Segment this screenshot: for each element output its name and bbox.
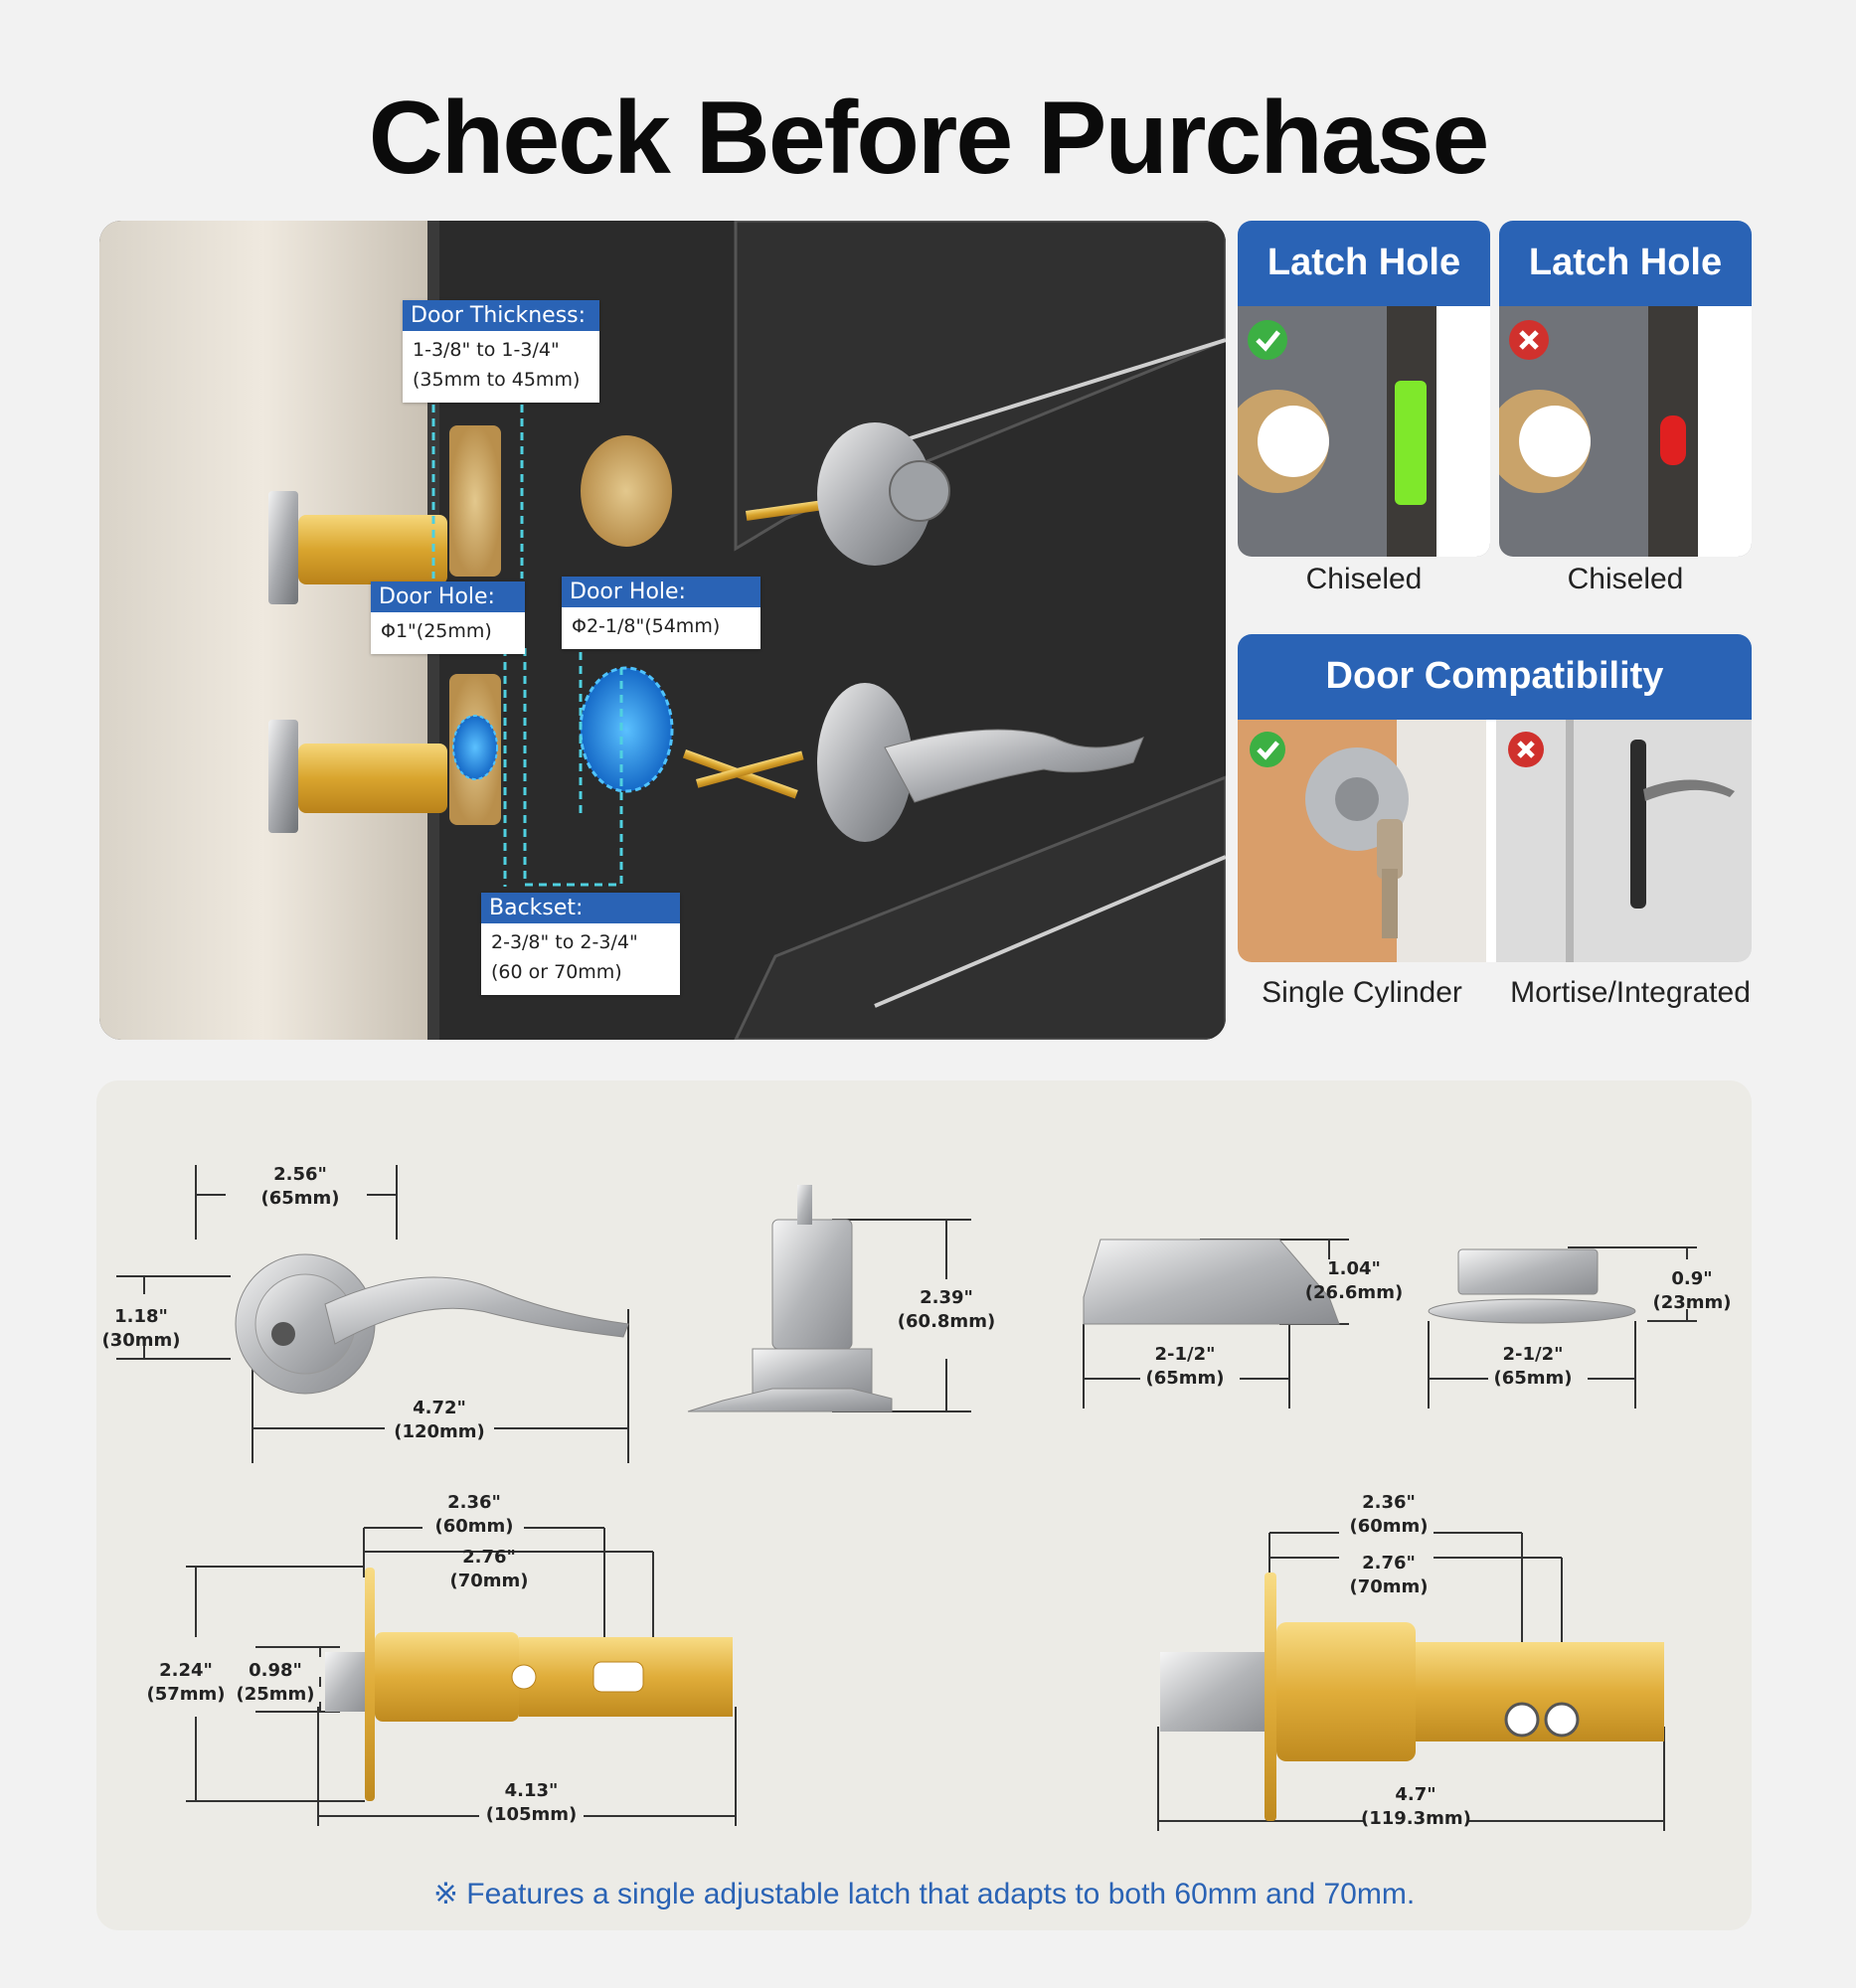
door-thickness-mm: (35mm to 45mm) xyxy=(413,369,581,391)
door-thickness-inches: 1-3/8" to 1-3/4" xyxy=(413,339,560,361)
latch-hole-bad-illustration xyxy=(1499,306,1752,557)
backset-label: Backset: xyxy=(481,893,680,923)
door-thickness-callout: Door Thickness: 1-3/8" to 1-3/4" (35mm to… xyxy=(403,300,599,403)
latch-hole-good-caption: Chiseled xyxy=(1305,563,1423,595)
latch-plate-height-dim: 2.24"(57mm) xyxy=(146,1660,226,1705)
lever-height-dim: 1.18"(30mm) xyxy=(101,1306,181,1351)
latch-hole-bad-header: Latch Hole xyxy=(1499,221,1752,306)
door-hole-small-callout: Door Hole: Φ1"(25mm) xyxy=(371,581,525,654)
check-icon xyxy=(1248,320,1287,360)
lever-length-dim: 4.72"(120mm) xyxy=(394,1398,485,1442)
latch-hole-bad-caption: Chiseled xyxy=(1567,563,1684,595)
latch-backset-70-dim: 2.76"(70mm) xyxy=(449,1547,529,1591)
deadbolt-backset-60-dim: 2.36"(60mm) xyxy=(1349,1492,1429,1537)
latch-hole-bad-card: Latch Hole xyxy=(1499,221,1752,557)
rose-width-dim: 2-1/2"(65mm) xyxy=(1145,1344,1225,1389)
door-compatibility-header: Door Compatibility xyxy=(1238,634,1752,720)
latch-hole-good-illustration xyxy=(1238,306,1490,557)
backset-callout: Backset: 2-3/8" to 2-3/4" (60 or 70mm) xyxy=(481,893,680,995)
door-hole-large-callout: Door Hole: Φ2-1/8"(54mm) xyxy=(562,577,760,649)
backset-mm: (60 or 70mm) xyxy=(491,961,622,983)
deadbolt-backset-70-dim: 2.76"(70mm) xyxy=(1349,1553,1429,1597)
door-hole-large-value: Φ2-1/8"(54mm) xyxy=(572,615,721,637)
door-compatibility-illustration xyxy=(1238,720,1752,962)
latch-bolt-height-dim: 0.98"(25mm) xyxy=(236,1660,315,1705)
single-cylinder-caption: Single Cylinder xyxy=(1262,976,1462,1009)
inner-width-dim: 2-1/2"(65mm) xyxy=(1493,1344,1573,1389)
backset-inches: 2-3/8" to 2-3/4" xyxy=(491,931,638,953)
rose-height-dim: 1.04"(26.6mm) xyxy=(1304,1258,1404,1303)
latch-hole-good-card: Latch Hole xyxy=(1238,221,1490,557)
page-title: Check Before Purchase xyxy=(368,81,1490,196)
lever-width-dim: 2.56"(65mm) xyxy=(260,1164,340,1209)
dimension-drawings xyxy=(116,1165,1697,1831)
mortise-integrated-caption: Mortise/Integrated xyxy=(1510,976,1751,1009)
deadbolt-length-dim: 4.7"(119.3mm) xyxy=(1361,1784,1471,1829)
dimensions-panel: 2.56"(65mm) 1.18"(30mm) 4.72"(120mm) 2.3… xyxy=(96,1080,1752,1930)
latch-hole-good-header: Latch Hole xyxy=(1238,221,1490,306)
door-installation-diagram: Door Thickness: 1-3/8" to 1-3/4" (35mm to… xyxy=(99,221,1226,1040)
adjustable-latch-note: ※ Features a single adjustable latch tha… xyxy=(432,1878,1416,1910)
door-hole-small-value: Φ1"(25mm) xyxy=(381,620,492,642)
latch-backset-60-dim: 2.36"(60mm) xyxy=(434,1492,514,1537)
door-hole-large-label: Door Hole: xyxy=(562,577,760,607)
door-hole-small-label: Door Hole: xyxy=(371,581,525,612)
compat-check-icon xyxy=(1250,732,1285,767)
latch-length-dim: 4.13"(105mm) xyxy=(485,1780,578,1825)
door-compatibility-card: Door Compatibility xyxy=(1238,634,1752,962)
cylinder-height-dim: 2.39"(60.8mm) xyxy=(897,1287,996,1332)
door-thickness-label: Door Thickness: xyxy=(403,300,599,331)
inner-height-dim: 0.9"(23mm) xyxy=(1652,1268,1732,1313)
